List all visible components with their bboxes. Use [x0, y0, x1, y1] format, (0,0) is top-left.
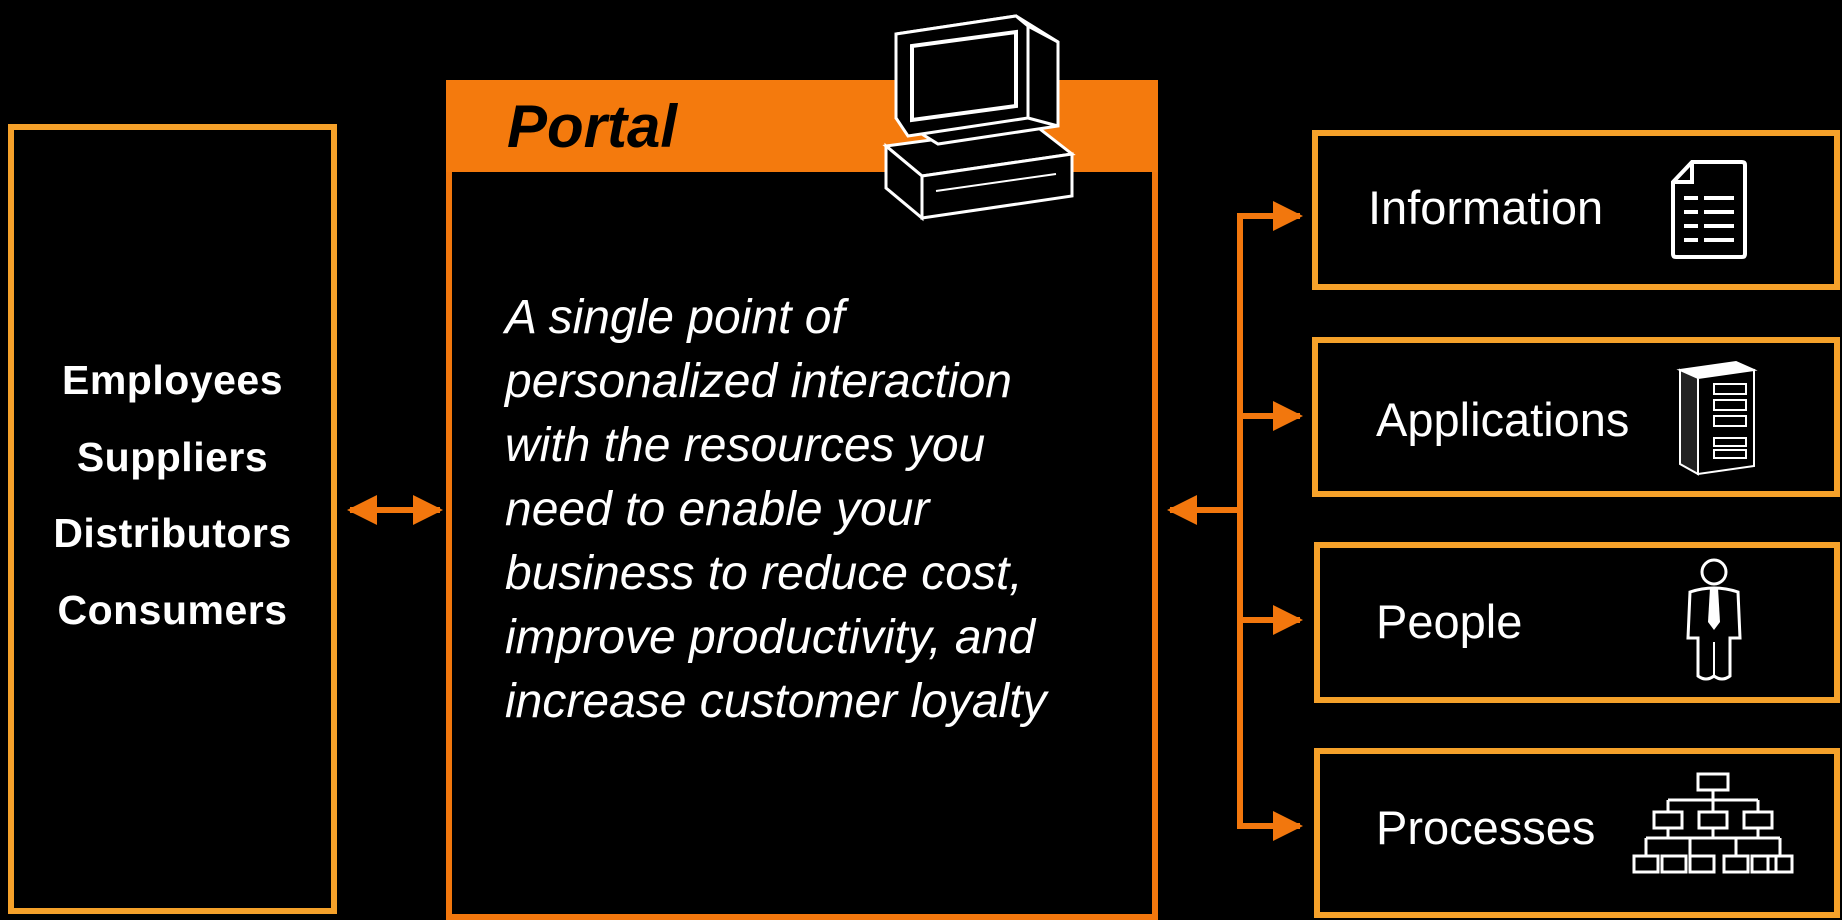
resource-label-information: Information	[1368, 181, 1604, 234]
description-line: with the resources you	[505, 419, 986, 472]
org-chart-icon	[1632, 772, 1794, 874]
person-icon	[1686, 558, 1742, 681]
resource-label-processes: Processes	[1376, 801, 1596, 854]
description-line: personalized interaction	[505, 355, 1012, 408]
description-line: business to reduce cost,	[505, 547, 1023, 600]
resource-box-people	[1314, 542, 1840, 703]
users-list: Employees Suppliers Distributors Consume…	[14, 342, 331, 648]
description-line: improve productivity, and	[505, 611, 1036, 664]
user-item-consumers: Consumers	[57, 586, 288, 633]
document-icon	[1671, 160, 1747, 259]
portal-title: Portal	[507, 93, 678, 160]
resource-label-applications: Applications	[1376, 393, 1630, 446]
user-item-distributors: Distributors	[53, 510, 292, 556]
computer-icon	[882, 14, 1076, 222]
description-line: A single point of	[505, 291, 845, 344]
resource-box-information	[1312, 130, 1840, 290]
server-icon	[1676, 360, 1758, 476]
resource-label-people: People	[1376, 595, 1523, 648]
user-item-employees: Employees	[62, 357, 283, 403]
description-line: increase customer loyalty	[505, 675, 1047, 728]
user-item-suppliers: Suppliers	[76, 433, 269, 480]
description-line: need to enable your	[505, 483, 930, 536]
portal-description: A single point of personalized interacti…	[505, 286, 1145, 734]
